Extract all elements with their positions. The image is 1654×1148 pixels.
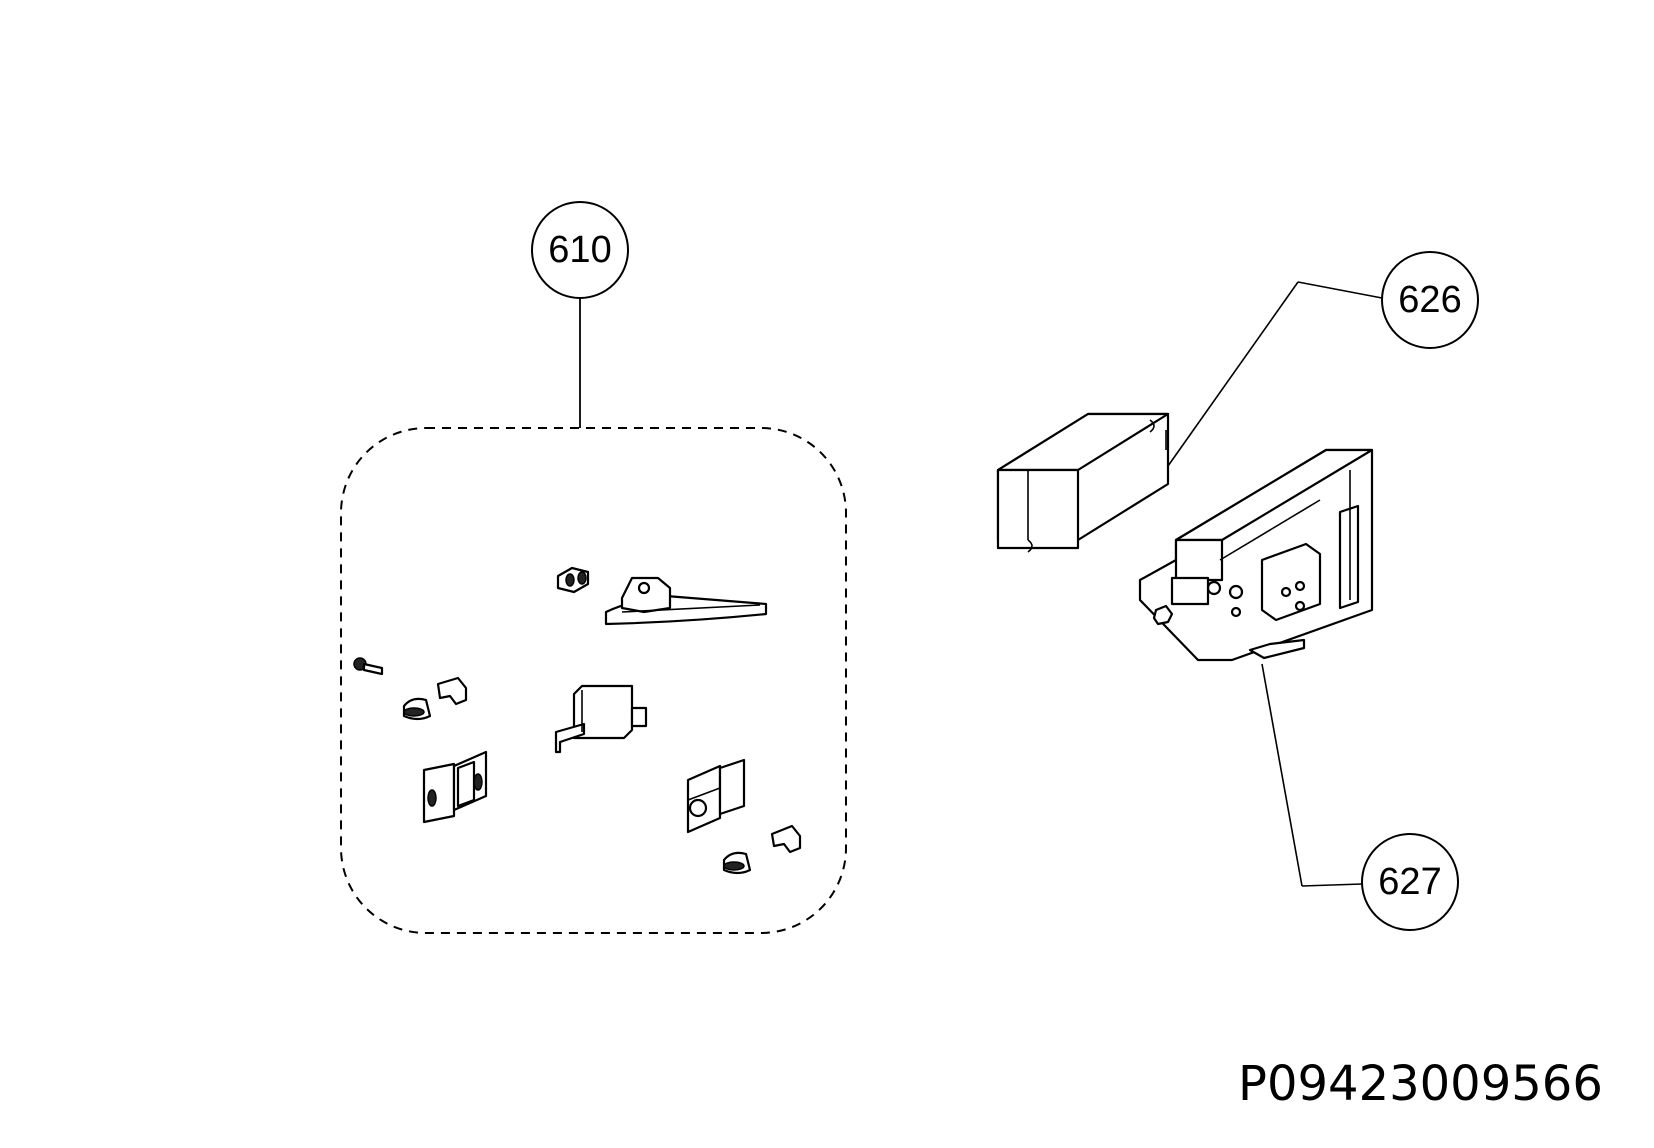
screw-part [353, 657, 384, 676]
leader-line-626 [1167, 281, 1299, 467]
leader-line-627-h [1301, 883, 1363, 887]
leader-line-626-h [1297, 281, 1383, 299]
hinge-plate-part [604, 576, 768, 626]
callout-label-610: 610 [548, 229, 611, 271]
clip-part-left [402, 676, 468, 721]
leader-line-627 [1261, 663, 1303, 887]
callout-circle-627[interactable] [1361, 833, 1459, 931]
center-hinge-part [554, 684, 648, 754]
kit-boundary-dashed [340, 427, 847, 934]
housing-627-part [1138, 448, 1374, 662]
kit-610-group: 610 [340, 201, 847, 934]
nut-part [556, 566, 590, 594]
housing-627-group: 627 [1138, 448, 1459, 931]
callout-circle-626[interactable] [1381, 251, 1479, 349]
callout-label-627: 627 [1378, 861, 1441, 903]
clip-part-right [722, 824, 802, 875]
callout-circle-610[interactable] [531, 201, 629, 299]
hinge-leaf-left [422, 750, 488, 824]
cover-626-group: 626 [996, 251, 1479, 553]
diagram-reference-code: P09423009566 [1238, 1056, 1603, 1112]
callout-label-626: 626 [1398, 279, 1461, 321]
hinge-leaf-right [686, 758, 746, 834]
